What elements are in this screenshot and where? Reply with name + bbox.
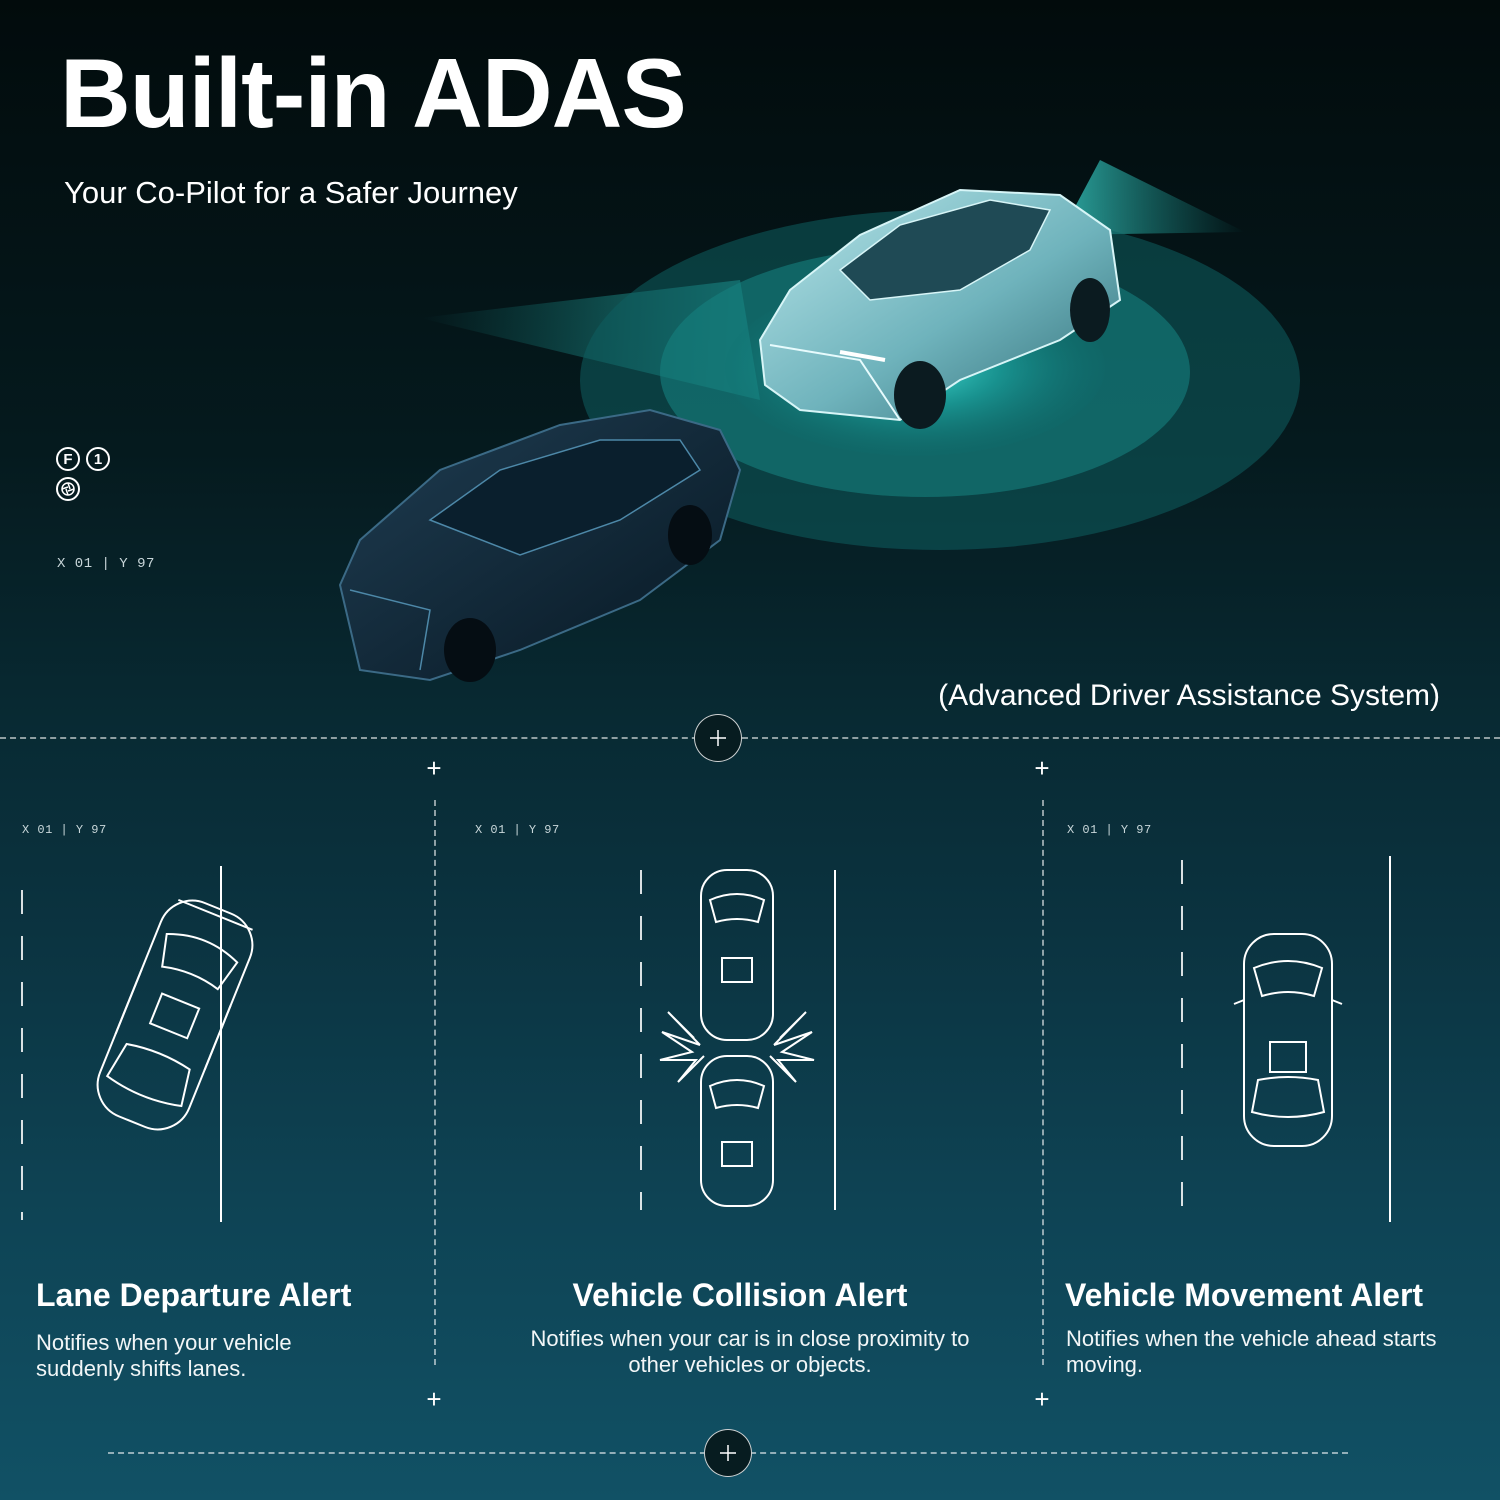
right-radar-beam — [1060, 160, 1245, 235]
panel-desc-lane-departure: Notifies when your vehicle suddenly shif… — [36, 1330, 292, 1382]
bottom-plus-circle-icon — [704, 1429, 752, 1477]
panel-coord-label: X 01 | Y 97 — [475, 823, 560, 837]
single-car-icon — [1181, 856, 1391, 1222]
panel-coord-label: X 01 | Y 97 — [22, 823, 107, 837]
page-title: Built-in ADAS — [60, 38, 687, 148]
top-plus-circle-icon — [694, 714, 742, 762]
panel-title-collision: Vehicle Collision Alert — [572, 1277, 908, 1313]
brand-badges: F 1 — [56, 445, 120, 505]
lane-departure-car-icon — [21, 866, 254, 1222]
page-subtitle: Your Co-Pilot for a Safer Journey — [64, 175, 518, 210]
right-vertical-divider — [1042, 800, 1044, 1365]
suv-car — [758, 188, 1122, 429]
plus-marker-icon: + — [1034, 1384, 1050, 1414]
panel-desc-collision: Notifies when your car is in close proxi… — [530, 1326, 970, 1378]
collision-cars-icon — [640, 869, 836, 1210]
panel-title-lane-departure: Lane Departure Alert — [36, 1277, 352, 1313]
f-badge: F — [56, 447, 80, 471]
aperture-icon — [56, 477, 80, 501]
plus-marker-icon: + — [1034, 753, 1050, 783]
plus-marker-icon: + — [426, 1384, 442, 1414]
plus-marker-icon: + — [426, 753, 442, 783]
left-vertical-divider — [434, 800, 436, 1365]
hero-coord-label: X 01 | Y 97 — [57, 556, 155, 572]
one-badge: 1 — [86, 447, 110, 471]
panel-desc-movement: Notifies when the vehicle ahead starts m… — [1066, 1326, 1437, 1378]
panel-coord-label: X 01 | Y 97 — [1067, 823, 1152, 837]
panel-title-movement: Vehicle Movement Alert — [1065, 1277, 1424, 1313]
adas-tagline: (Advanced Driver Assistance System) — [938, 679, 1440, 712]
sedan-car — [338, 408, 742, 682]
top-divider — [0, 737, 1500, 739]
hero-illustration — [338, 160, 1300, 682]
